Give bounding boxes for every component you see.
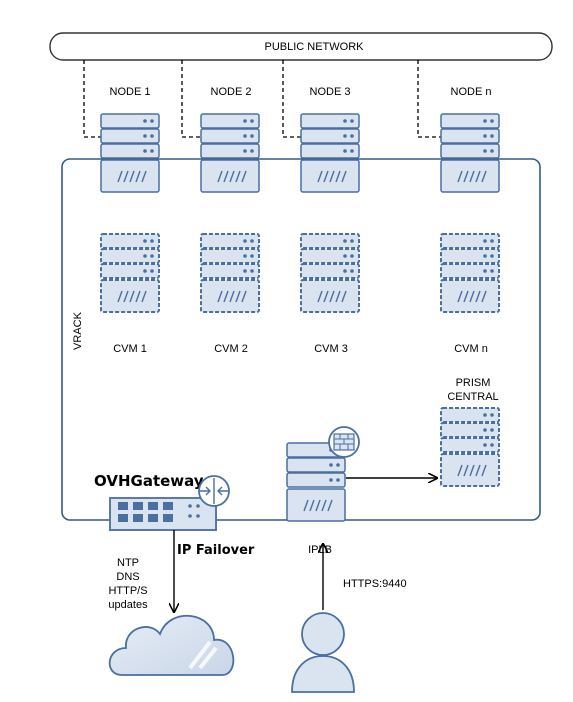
public-network-label: PUBLIC NETWORK [264, 41, 364, 53]
server-stacks [100, 113, 500, 522]
switch-port [148, 514, 158, 522]
ip-failover-label: IP Failover [177, 543, 255, 558]
switch-port [118, 502, 128, 510]
https-label: HTTPS:9440 [343, 578, 407, 590]
cvm-1-label: CVM 1 [113, 343, 147, 355]
vrack-label: VRACK [72, 311, 84, 350]
switch-port [163, 514, 173, 522]
switch-led [196, 504, 200, 508]
node-3-label: NODE 3 [310, 86, 351, 98]
switch-led [196, 514, 200, 518]
cvm-1-server-icon [100, 233, 160, 313]
prism-label-line2: CENTRAL [447, 391, 498, 403]
node-n-server-icon [440, 113, 500, 193]
gateway-label: OVHGateway [94, 472, 204, 490]
node-1-link [83, 60, 101, 138]
prism-central-server-icon [440, 407, 500, 487]
firewall-icon [328, 426, 360, 458]
cloud-icon [108, 614, 235, 676]
network-links [83, 60, 441, 138]
prism-label-line1: PRISM [456, 377, 491, 389]
node-2-link [181, 60, 201, 138]
node-2-label: NODE 2 [211, 86, 252, 98]
switch-icon [108, 497, 217, 531]
node-3-link [282, 60, 301, 138]
iplb-server-icon [286, 442, 346, 522]
cvm-2-label: CVM 2 [214, 343, 248, 355]
service-updates: updates [108, 599, 148, 611]
switch-port [133, 502, 143, 510]
node-2-server-icon [200, 113, 260, 193]
cvm-3-server-icon [300, 233, 360, 313]
switch-port [133, 514, 143, 522]
cvm-2-server-icon [200, 233, 260, 313]
cvm-n-label: CVM n [454, 343, 488, 355]
switch-port [118, 514, 128, 522]
node-1-server-icon [100, 113, 160, 193]
cvm-3-label: CVM 3 [314, 343, 348, 355]
service-https: HTTP/S [108, 585, 147, 597]
switch-port [148, 502, 158, 510]
node-1-label: NODE 1 [110, 86, 151, 98]
switch-port [163, 502, 173, 510]
service-ntp: NTP [117, 557, 139, 569]
service-dns: DNS [116, 571, 139, 583]
router-icon [198, 475, 230, 507]
switch-led [188, 514, 192, 518]
cvm-n-server-icon [440, 233, 500, 313]
public-network: PUBLIC NETWORK [49, 32, 553, 61]
iplb-label: IPLB [308, 544, 332, 556]
user-icon [291, 612, 355, 693]
node-3-server-icon [300, 113, 360, 193]
switch-led [188, 504, 192, 508]
node-n-label: NODE n [451, 86, 492, 98]
node-n-link [417, 60, 441, 138]
